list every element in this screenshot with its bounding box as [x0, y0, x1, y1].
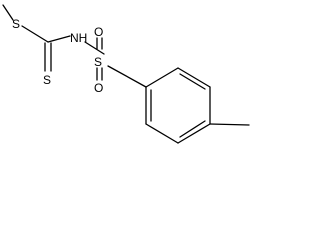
ring-inner-bond-2 — [179, 120, 206, 138]
atom-label-nh: NH — [70, 31, 87, 45]
ring-bond-2 — [177, 67, 211, 88]
ring-bond-4 — [177, 123, 211, 144]
atom-label-s-thione: S — [43, 73, 51, 87]
bond-s-c — [21, 25, 49, 43]
bond-ring-methyl — [209, 123, 250, 126]
bond-s-ring — [107, 65, 147, 88]
ring-bond-5 — [145, 123, 179, 144]
ring-inner-bond-1 — [179, 73, 206, 90]
atom-label-s-thioether: S — [12, 17, 20, 31]
atom-label-o-upper: O — [94, 25, 103, 39]
atom-label-o-lower: O — [94, 81, 103, 95]
bond-layer — [2, 4, 250, 144]
bond-nh-s — [84, 41, 105, 55]
bond-methyl-s — [2, 4, 14, 21]
bond-c-nh — [47, 35, 71, 43]
chemical-structure-diagram: S NH S O O S — [2, 4, 250, 144]
structure-canvas: S NH S O O S — [0, 0, 252, 146]
atom-label-s-sulfonyl: S — [94, 55, 102, 69]
ring-bond-1 — [145, 67, 179, 88]
atom-label-layer: S NH S O O S — [12, 17, 103, 95]
